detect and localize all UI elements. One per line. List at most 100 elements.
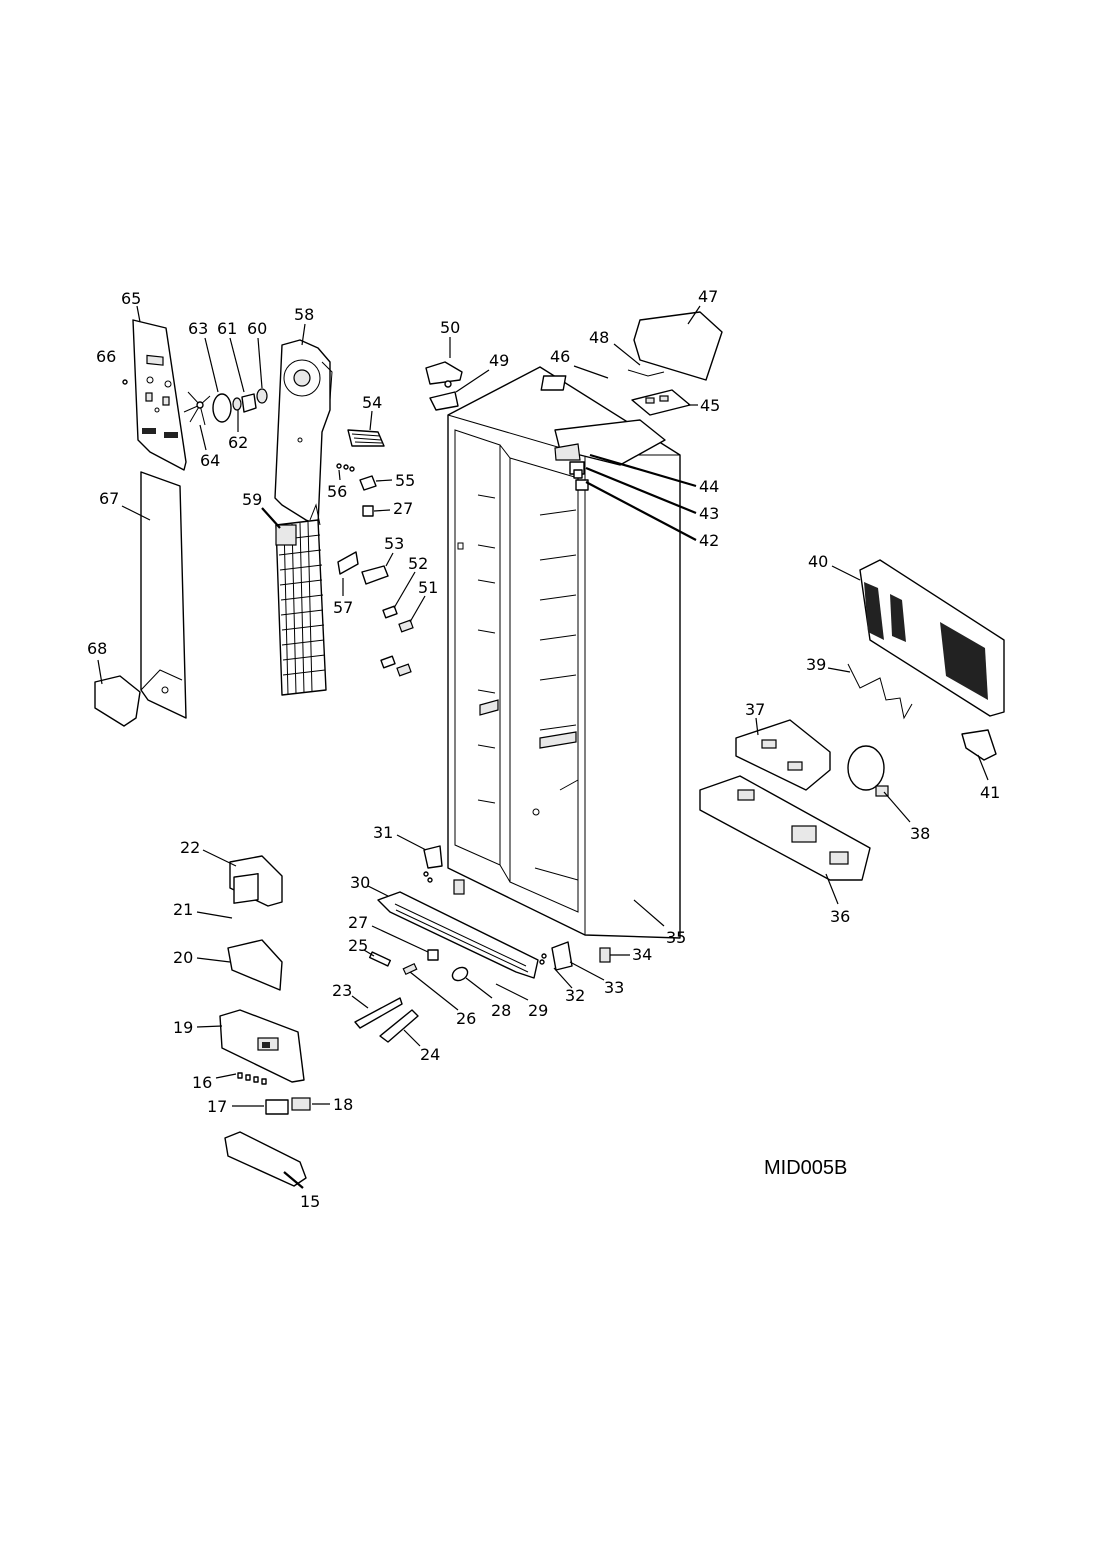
part-55-damper-clip: [359, 475, 377, 491]
part-56-screws: [336, 463, 355, 472]
callout-34: 34: [632, 945, 652, 964]
callout-20: 20: [173, 948, 193, 967]
callout-65: 65: [121, 289, 141, 308]
part-57-bracket: [337, 551, 359, 575]
part-16-buttons: [237, 1072, 267, 1085]
callout-54: 54: [362, 393, 382, 412]
callout-39: 39: [806, 655, 826, 674]
callout-37: 37: [745, 700, 765, 719]
part-34-leveling-leg: [599, 947, 611, 963]
part-32-screws: [539, 953, 547, 965]
part-52-thermostat-lower: [380, 655, 396, 669]
part-27-bushing-lower: [427, 949, 439, 961]
part-31-screws: [423, 871, 433, 883]
callout-47: 47: [698, 287, 718, 306]
part-51-thermo-fuse-lower: [396, 663, 412, 677]
callout-46: 46: [550, 347, 570, 366]
callout-22: 22: [180, 838, 200, 857]
part-44-dispenser-housing: [554, 419, 666, 466]
part-48-wire-harness: [627, 369, 665, 377]
callout-60: 60: [247, 319, 267, 338]
callout-63: 63: [188, 319, 208, 338]
callout-labels: 65 66 63 61 60 58 62 64 54 56 55 27 67 5…: [87, 287, 1000, 1211]
callout-45: 45: [700, 396, 720, 415]
part-18-switch: [291, 1097, 311, 1111]
callout-29: 29: [528, 1001, 548, 1020]
callout-64: 64: [200, 451, 220, 470]
callout-56: 56: [327, 482, 347, 501]
callout-33: 33: [604, 978, 624, 997]
part-27-bushing-upper: [362, 505, 374, 517]
part-67-liner-back-panel: [140, 471, 187, 719]
part-66-screw: [122, 379, 128, 385]
callout-58: 58: [294, 305, 314, 324]
part-41-relay: [961, 729, 997, 761]
callout-36: 36: [830, 907, 850, 926]
part-58-evaporator-fan-shroud: [274, 339, 333, 526]
part-61-motor-bracket: [241, 393, 257, 413]
part-45-main-control-board: [631, 389, 691, 416]
part-20-dispenser-housing: [227, 939, 283, 991]
part-36-base-plate: [699, 775, 871, 881]
callout-30: 30: [350, 873, 370, 892]
part-33-lower-hinge-right: [551, 941, 573, 971]
callout-15: 15: [300, 1192, 320, 1211]
part-42-mount-bracket: [575, 479, 589, 491]
callout-50: 50: [440, 318, 460, 337]
callout-40: 40: [808, 552, 828, 571]
callout-61: 61: [217, 319, 237, 338]
part-30-toe-grille: [377, 891, 539, 979]
part-25-pin: [368, 951, 392, 967]
part-24-actuator: [379, 1009, 419, 1043]
part-40-rear-cover: [859, 559, 1005, 717]
part-63-fan-motor: [212, 393, 232, 423]
callout-48: 48: [589, 328, 609, 347]
callout-41: 41: [980, 783, 1000, 802]
part-leveling-leg-left: [453, 879, 465, 895]
callout-49: 49: [489, 351, 509, 370]
part-46-board-cover: [540, 375, 567, 391]
callout-66: 66: [96, 347, 116, 366]
leader-lines: [97, 305, 989, 1189]
part-49-screw: [444, 380, 452, 388]
part-28-damper: [451, 966, 469, 982]
part-54-air-filter: [347, 429, 385, 447]
callout-43: 43: [699, 504, 719, 523]
part-62-grommet: [232, 397, 242, 411]
callout-59: 59: [242, 490, 262, 509]
part-26-link: [402, 962, 418, 976]
part-23-lever: [354, 997, 403, 1029]
callout-26: 26: [456, 1009, 476, 1028]
part-38-compressor: [847, 745, 889, 797]
part-51-thermo-fuse: [398, 619, 414, 633]
part-39-condenser: [847, 663, 913, 720]
callout-31: 31: [373, 823, 393, 842]
part-64-fan-blade: [183, 391, 211, 426]
callout-35: 35: [666, 928, 686, 947]
part-21-funnel: [233, 873, 259, 904]
callout-23: 23: [332, 981, 352, 1000]
part-43-connector: [573, 469, 583, 479]
part-35-cabinet: [447, 366, 681, 939]
part-47-top-cover-plate: [633, 311, 723, 381]
callout-44: 44: [699, 477, 719, 496]
part-17-label: [265, 1099, 289, 1115]
part-37-compressor-base-cover: [735, 719, 831, 791]
part-50-hinge-cover: [425, 361, 463, 385]
callout-16: 16: [192, 1073, 212, 1092]
part-19-dispenser-panel: [219, 1009, 305, 1083]
part-65-fan-cover-panel: [132, 319, 187, 471]
part-53-defrost-heater-bracket: [361, 565, 389, 585]
callout-24: 24: [420, 1045, 440, 1064]
callout-27-upper: 27: [393, 499, 413, 518]
diagram-code: MID005B: [764, 1157, 847, 1179]
callout-17: 17: [207, 1097, 227, 1116]
callout-68: 68: [87, 639, 107, 658]
callout-38: 38: [910, 824, 930, 843]
callout-51: 51: [418, 578, 438, 597]
callout-21: 21: [173, 900, 193, 919]
callout-28: 28: [491, 1001, 511, 1020]
part-31-lower-hinge: [423, 845, 443, 869]
callout-62: 62: [228, 433, 248, 452]
